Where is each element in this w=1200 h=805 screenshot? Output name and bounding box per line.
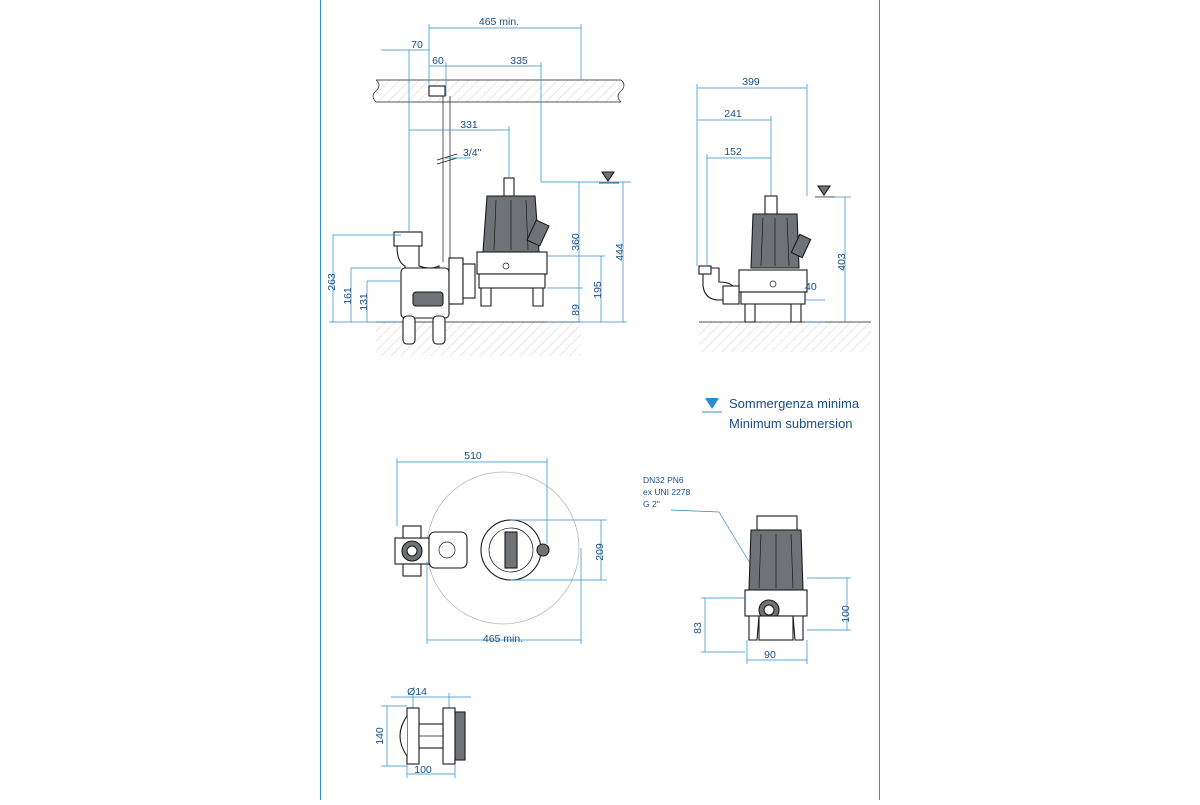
dim-70: 70: [411, 39, 423, 51]
dim-100-right: 100: [840, 605, 852, 623]
dim-331: 331: [460, 119, 478, 131]
dim-131: 131: [358, 293, 370, 311]
ceiling-bracket: [428, 85, 446, 97]
dim-90: 90: [764, 649, 776, 661]
front-view: 399 241 152 403 40: [696, 76, 871, 352]
legend-line-2: Minimum submersion: [729, 416, 853, 431]
dim-60: 60: [432, 55, 444, 67]
dim-161: 161: [342, 287, 354, 305]
discharge-foot-elbow: [393, 231, 476, 345]
pump-front: [698, 195, 812, 323]
dim-209: 209: [594, 543, 606, 561]
dim-140: 140: [374, 727, 386, 745]
flange-note-3: G 2": [643, 499, 660, 509]
technical-drawing: 465 min. 70 60 335 331 3/4" 263 161 131: [326, 16, 871, 778]
flange-note-1: DN32 PN6: [643, 475, 684, 485]
flange-note-2: ex UNI 2278: [643, 487, 691, 497]
bracket-detail-view: Ø14 140 100: [374, 686, 471, 778]
dim-152: 152: [724, 146, 742, 158]
dim-241: 241: [724, 108, 742, 120]
dim-thread: 3/4": [463, 147, 482, 159]
dim-335: 335: [510, 55, 528, 67]
dim-399: 399: [742, 76, 760, 88]
ceiling-slab: [376, 80, 621, 102]
floor-front: [699, 322, 871, 352]
dim-14: Ø14: [407, 686, 427, 698]
dim-83: 83: [692, 622, 704, 634]
plan-view: 510 465 min. 209: [394, 450, 607, 645]
dim-465-min-bottom: 465 min.: [483, 633, 523, 645]
dim-403: 403: [836, 253, 848, 271]
dim-195: 195: [592, 281, 604, 299]
dim-465-min-top: 465 min.: [479, 16, 519, 28]
flange-detail-view: DN32 PN6 ex UNI 2278 G 2" 83 100 9: [643, 475, 852, 664]
dim-510: 510: [464, 450, 482, 462]
dim-89: 89: [570, 304, 582, 316]
pump-flange-side: [744, 515, 808, 641]
side-installation-view: 465 min. 70 60 335 331 3/4" 263 161 131: [326, 16, 631, 356]
submersion-triangle-icon-front: [816, 185, 832, 196]
dim-360: 360: [570, 233, 582, 251]
dim-444: 444: [614, 243, 626, 261]
pump-plan: [394, 519, 550, 581]
pump-side: [476, 177, 550, 307]
dim-263: 263: [326, 273, 338, 291]
legend-line-1: Sommergenza minima: [729, 396, 860, 411]
submersion-triangle-icon: [600, 171, 616, 182]
guide-bracket: [399, 707, 466, 765]
dim-40: 40: [805, 281, 817, 293]
drawing-sheet: 465 min. 70 60 335 331 3/4" 263 161 131: [320, 0, 880, 800]
legend: Sommergenza minima Minimum submersion: [702, 396, 860, 431]
dim-100-bracket: 100: [414, 764, 432, 776]
submersion-triangle-icon-legend: [705, 398, 719, 409]
